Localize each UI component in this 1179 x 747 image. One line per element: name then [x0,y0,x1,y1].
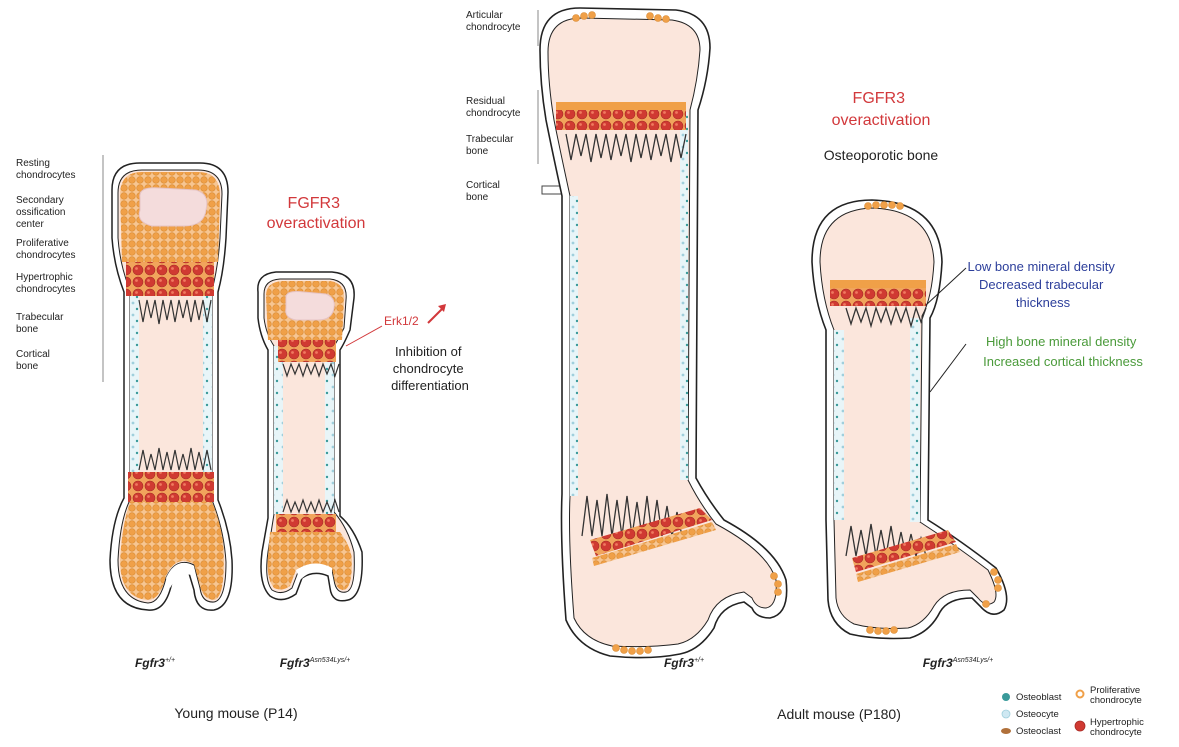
hypertrophic-icon [1074,720,1086,732]
adult-mouse-panel: Articular chondrocyte Residual chondrocy… [466,7,1143,722]
adult-zone-labels: Articular chondrocyte Residual chondrocy… [466,10,567,203]
adult-mut-bone [811,199,1008,640]
inhibition-text: Inhibition of chondrocyte differentiatio… [391,344,469,393]
young-caption: Young mouse (P14) [174,705,297,721]
zone-label-adult-cortical: Cortical bone [466,180,503,203]
adult-wt-bone [539,7,788,659]
erk-pointer-line [345,325,383,347]
zone-label-articular: Articular chondrocyte [466,10,521,33]
low-density-text: Low bone mineral density Decreased trabe… [967,259,1118,310]
zone-label-hypertrophic: Hypertrophic chondrocytes [16,272,75,295]
young-wt-bone [109,162,233,611]
young-fgfr3-title: FGFR3 overactivation [267,195,366,232]
zone-label-secondary-ossification: Secondary ossification center [16,195,68,230]
osteocyte-icon [1001,709,1011,719]
erk-arrowhead-icon [438,304,446,312]
legend-proliferative: Proliferative chondrocyte [1090,685,1143,706]
high-density-text: High bone mineral density Increased cort… [983,334,1143,369]
adult-fgfr3-title: FGFR3 overactivation [832,90,931,129]
low-density-pointer-line [925,267,967,306]
adult-mut-genotype: Fgfr3Asn534Lys/+ [923,656,994,670]
adult-caption: Adult mouse (P180) [777,706,901,722]
young-mut-genotype: Fgfr3Asn534Lys/+ [280,656,351,670]
zone-label-residual: Residual chondrocyte [466,96,521,119]
erk-up-arrow-icon [427,306,445,324]
legend-osteoclast: Osteoclast [1016,726,1061,737]
zone-label-trabecular: Trabecular bone [16,312,66,335]
high-density-pointer-line [929,343,967,393]
legend-hypertrophic: Hypertrophic chondrocyte [1090,717,1147,738]
osteoclast-icon [1001,728,1011,734]
young-wt-genotype: Fgfr3+/+ [135,656,175,670]
proliferative-icon [1075,689,1085,699]
young-zone-labels: Resting chondrocytes Secondary ossificat… [16,155,104,382]
legend: Osteoblast Osteocyte Osteoclast Prolifer… [1001,685,1147,738]
young-mouse-panel: Resting chondrocytes Secondary ossificat… [16,155,469,721]
adult-wt-genotype: Fgfr3+/+ [664,656,704,670]
osteoblast-icon [1002,693,1010,701]
zone-label-resting: Resting chondrocytes [16,158,75,181]
zone-label-proliferative: Proliferative chondrocytes [16,238,75,261]
zone-label-cortical: Cortical bone [16,349,53,372]
legend-osteoblast: Osteoblast [1016,692,1062,703]
young-mut-bone [257,271,363,602]
osteoporotic-label: Osteoporotic bone [824,147,939,163]
legend-osteocyte: Osteocyte [1016,709,1059,720]
erk-label: Erk1/2 [384,314,419,328]
zone-label-adult-trabecular: Trabecular bone [466,134,516,157]
